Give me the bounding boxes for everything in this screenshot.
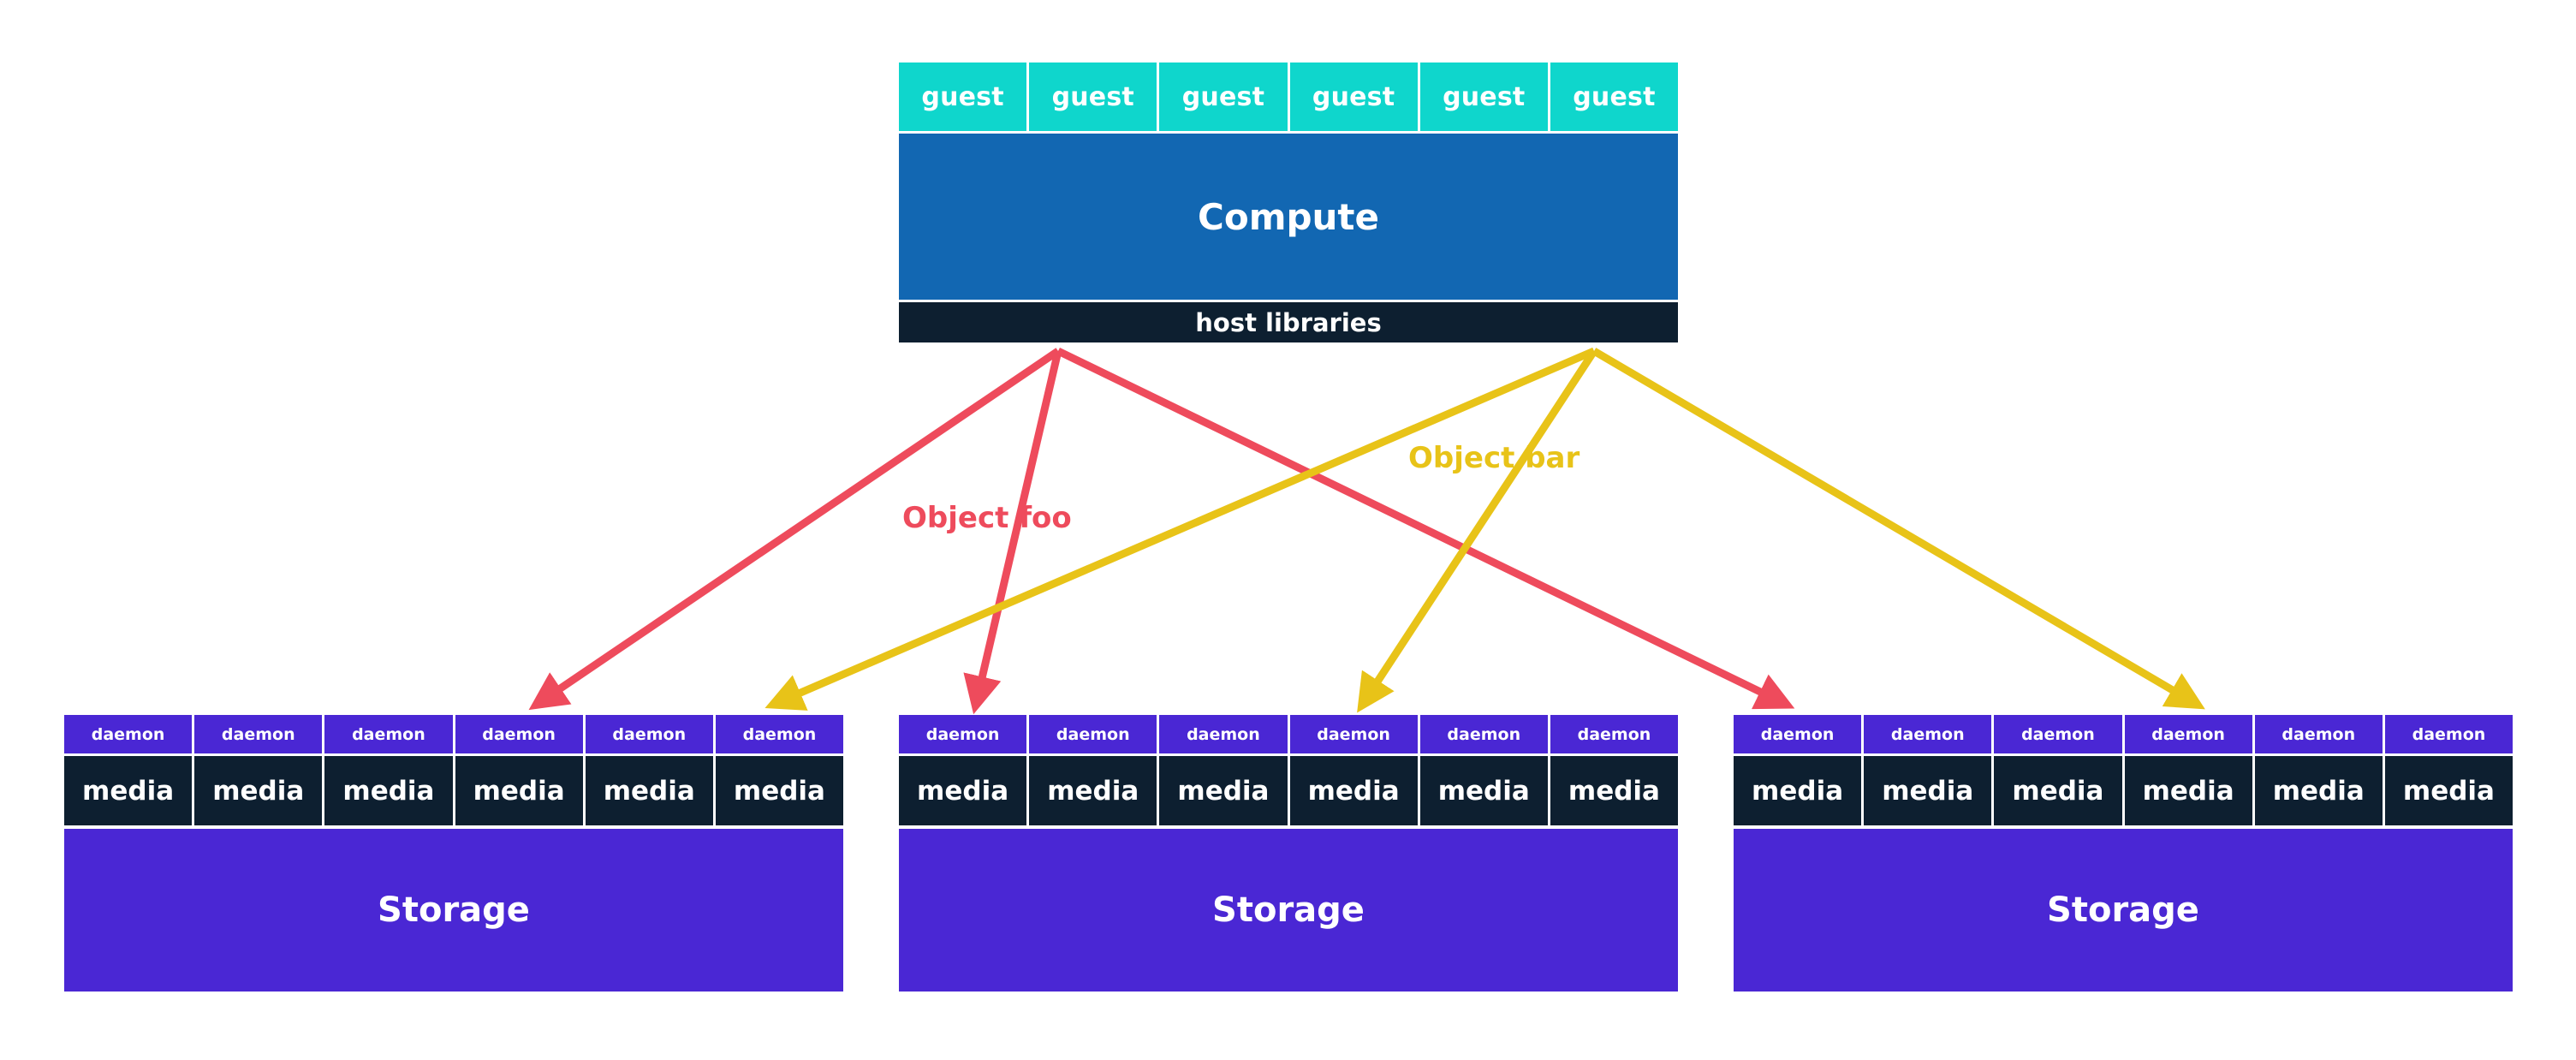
- storage-label: Storage: [2047, 890, 2199, 930]
- daemon-cell[interactable]: daemon: [1419, 715, 1550, 753]
- media-cell[interactable]: media: [1994, 756, 2125, 825]
- media-cell[interactable]: media: [585, 756, 716, 825]
- media-cell[interactable]: media: [1419, 756, 1550, 825]
- daemon-cell[interactable]: daemon: [1864, 715, 1995, 753]
- media-cell[interactable]: media: [455, 756, 586, 825]
- media-cell[interactable]: media: [1734, 756, 1865, 825]
- guest-cell[interactable]: guest: [899, 63, 1030, 131]
- media-cell[interactable]: media: [324, 756, 455, 825]
- daemon-cell[interactable]: daemon: [1029, 715, 1160, 753]
- object-bar-arrow-to-node3: [1591, 348, 2205, 710]
- daemon-cell[interactable]: daemon: [715, 715, 844, 753]
- guest-cell[interactable]: guest: [1550, 63, 1679, 131]
- storage-node-3: daemon daemon daemon daemon daemon daemo…: [1734, 715, 2514, 992]
- media-cell[interactable]: media: [1864, 756, 1995, 825]
- compute-block[interactable]: Compute: [899, 131, 1678, 300]
- media-cell[interactable]: media: [899, 756, 1030, 825]
- media-cell[interactable]: media: [2124, 756, 2255, 825]
- daemon-cell[interactable]: daemon: [2124, 715, 2255, 753]
- daemon-cell[interactable]: daemon: [1734, 715, 1865, 753]
- media-cell[interactable]: media: [2384, 756, 2514, 825]
- object-foo-label: Object foo: [902, 501, 1072, 535]
- media-cell[interactable]: media: [2254, 756, 2385, 825]
- daemon-cell[interactable]: daemon: [1289, 715, 1420, 753]
- media-cell[interactable]: media: [1550, 756, 1679, 825]
- object-bar-label: Object bar: [1408, 441, 1580, 475]
- daemon-cell[interactable]: daemon: [194, 715, 325, 753]
- media-cell[interactable]: media: [1159, 756, 1290, 825]
- daemon-cell[interactable]: daemon: [585, 715, 716, 753]
- media-cell[interactable]: media: [715, 756, 844, 825]
- daemon-cell[interactable]: daemon: [455, 715, 586, 753]
- storage-block[interactable]: Storage: [899, 825, 1678, 992]
- daemon-cell[interactable]: daemon: [64, 715, 195, 753]
- daemon-row: daemon daemon daemon daemon daemon daemo…: [899, 715, 1679, 753]
- object-foo-arrow-to-node3: [1056, 347, 1795, 710]
- daemon-cell[interactable]: daemon: [899, 715, 1030, 753]
- daemon-cell[interactable]: daemon: [2384, 715, 2514, 753]
- daemon-cell[interactable]: daemon: [1550, 715, 1679, 753]
- guest-cell[interactable]: guest: [1419, 63, 1550, 131]
- daemon-cell[interactable]: daemon: [2254, 715, 2385, 753]
- daemon-cell[interactable]: daemon: [1994, 715, 2125, 753]
- storage-block[interactable]: Storage: [64, 825, 843, 992]
- daemon-cell[interactable]: daemon: [324, 715, 455, 753]
- daemon-row: daemon daemon daemon daemon daemon daemo…: [64, 715, 844, 753]
- host-libraries-label: host libraries: [1195, 307, 1382, 337]
- media-cell[interactable]: media: [64, 756, 195, 825]
- compute-label: Compute: [1198, 195, 1379, 238]
- guest-cell[interactable]: guest: [1029, 63, 1160, 131]
- host-libraries-block[interactable]: host libraries: [899, 300, 1678, 342]
- media-row: media media media media media media: [1734, 753, 2514, 825]
- compute-node: guest guest guest guest guest guest Comp…: [899, 63, 1679, 342]
- object-bar-arrow-to-node1: [764, 347, 1596, 711]
- media-row: media media media media media media: [899, 753, 1679, 825]
- media-row: media media media media media media: [64, 753, 844, 825]
- storage-node-2: daemon daemon daemon daemon daemon daemo…: [899, 715, 1679, 992]
- storage-label: Storage: [1212, 890, 1365, 930]
- media-cell[interactable]: media: [194, 756, 325, 825]
- object-foo-arrows: [528, 347, 1795, 715]
- media-cell[interactable]: media: [1029, 756, 1160, 825]
- storage-node-1: daemon daemon daemon daemon daemon daemo…: [64, 715, 844, 992]
- object-bar-arrow-to-node2: [1357, 348, 1597, 713]
- daemon-row: daemon daemon daemon daemon daemon daemo…: [1734, 715, 2514, 753]
- storage-block[interactable]: Storage: [1734, 825, 2513, 992]
- storage-label: Storage: [378, 890, 530, 930]
- media-cell[interactable]: media: [1289, 756, 1420, 825]
- guest-row: guest guest guest guest guest guest: [899, 63, 1679, 131]
- daemon-cell[interactable]: daemon: [1159, 715, 1290, 753]
- guest-cell[interactable]: guest: [1289, 63, 1420, 131]
- guest-cell[interactable]: guest: [1159, 63, 1290, 131]
